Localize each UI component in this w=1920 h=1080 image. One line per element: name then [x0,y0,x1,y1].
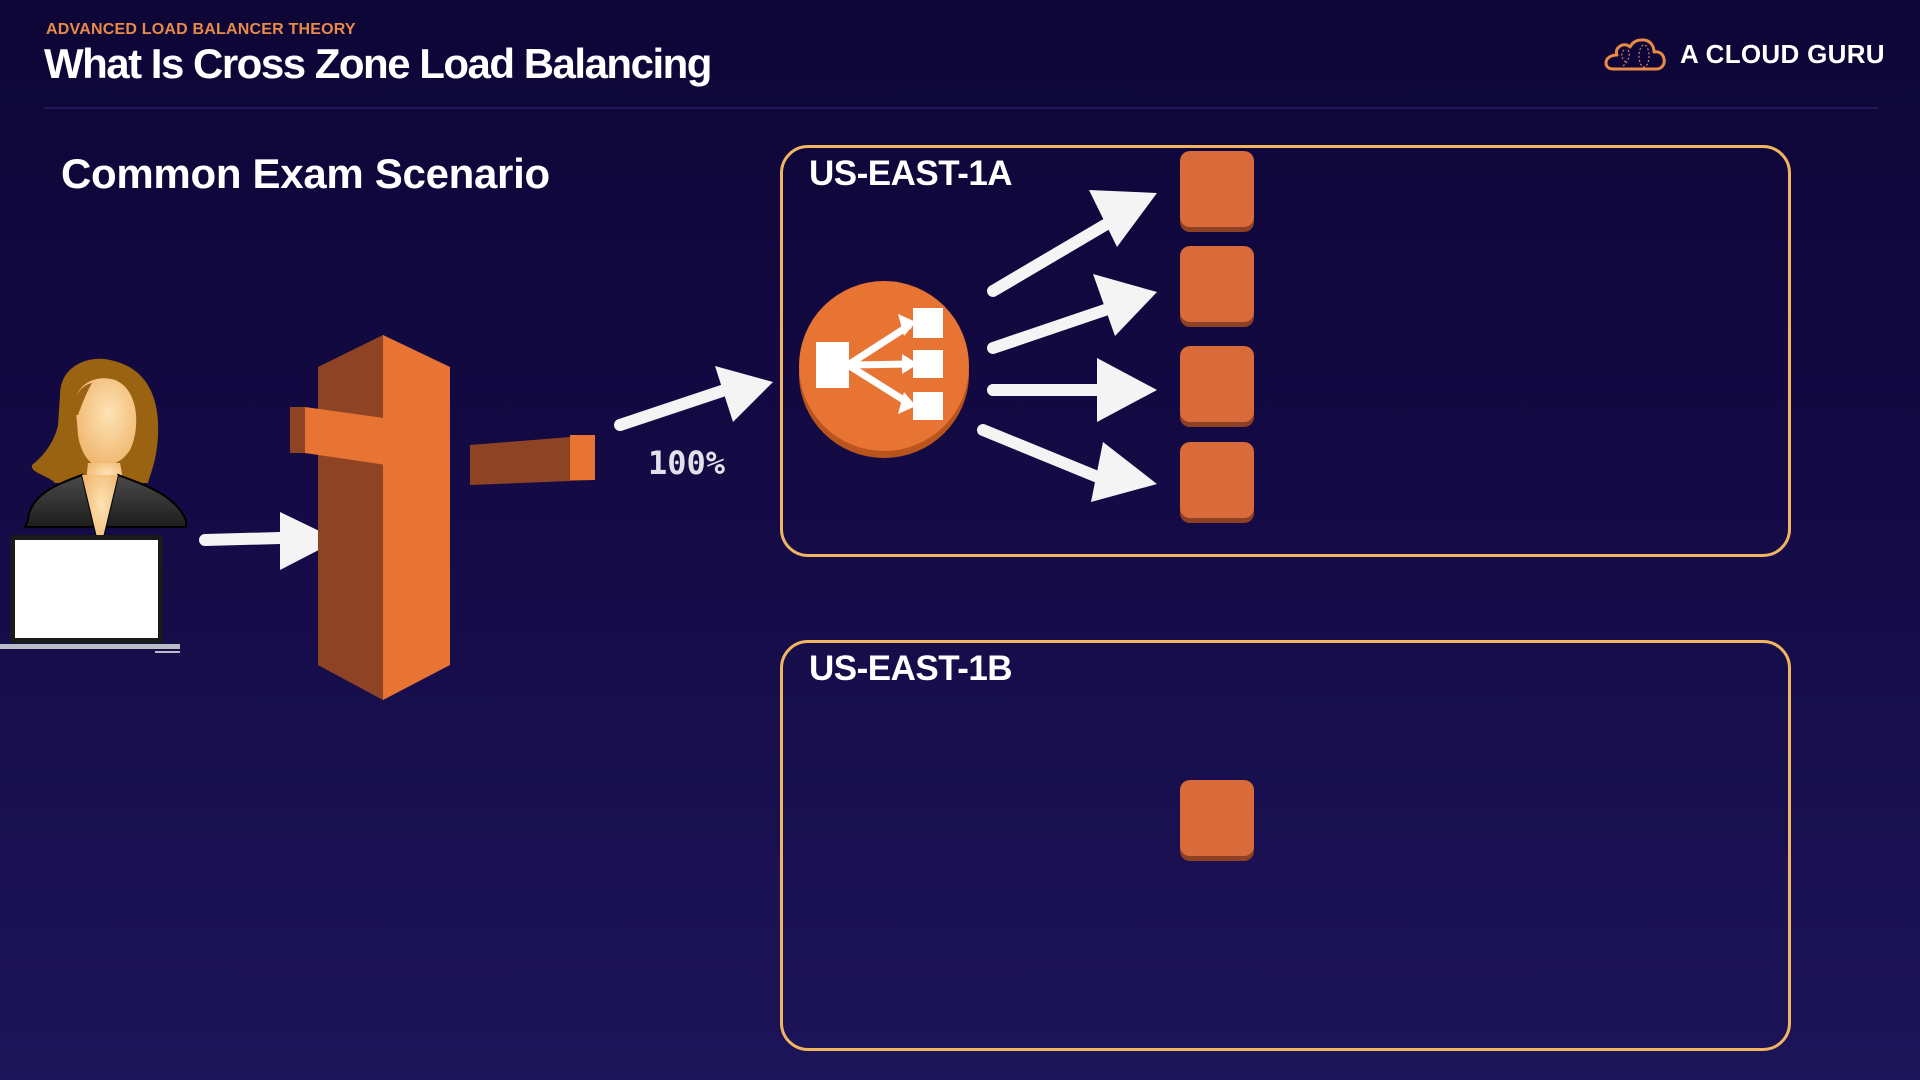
slide-subtitle: Common Exam Scenario [61,150,550,197]
ec2-instance-icon [1180,780,1254,856]
route53-icon [290,335,595,700]
traffic-percentage-label: 100% [648,444,726,482]
chalk-arrow-icon [987,274,1157,354]
elastic-load-balancer-icon [799,281,969,458]
ec2-instance-icon [1180,346,1254,422]
section-eyebrow: ADVANCED LOAD BALANCER THEORY [46,21,356,38]
page-title: What Is Cross Zone Load Balancing [44,40,712,87]
chalk-arrow-icon [977,424,1157,502]
brand-name: A CLOUD GURU [1680,38,1885,69]
availability-zone-a: US-EAST-1A [780,145,1791,557]
chalk-arrow-icon [987,190,1157,297]
zone-label: US-EAST-1B [809,649,1013,688]
chalk-arrow-icon [987,358,1157,422]
chalk-arrow-icon [199,512,338,570]
availability-zone-b: US-EAST-1B [780,640,1791,1051]
header-divider [44,107,1878,109]
chalk-arrow-icon [614,366,773,431]
ec2-instance-icon [1180,442,1254,518]
cloud-icon [1604,38,1666,71]
user-with-laptop-icon [0,358,187,653]
brand-logo: A CLOUD GURU [1604,34,1885,74]
ec2-instance-icon [1180,246,1254,322]
ec2-instance-icon [1180,151,1254,227]
zone-label: US-EAST-1A [809,154,1013,193]
